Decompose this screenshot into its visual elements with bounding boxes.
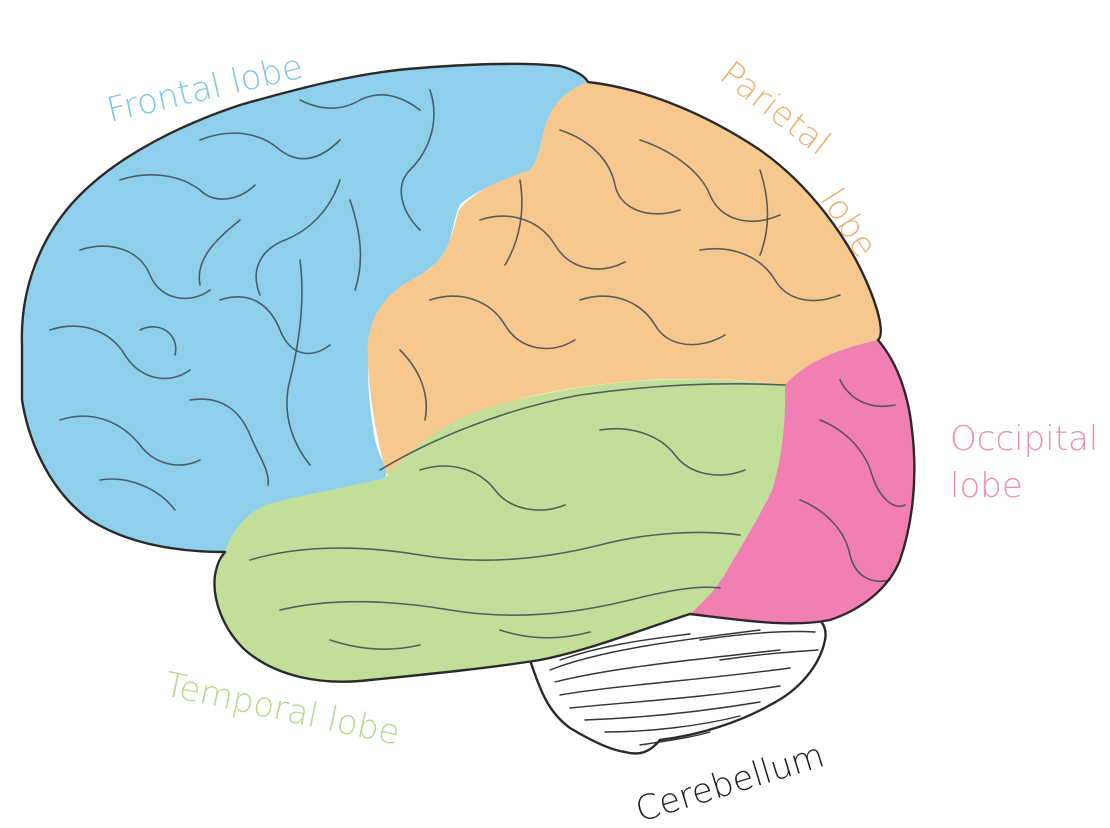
occipital-lobe-label-line1: Occipital (950, 419, 1098, 459)
occipital-lobe-label: Occipital lobe (950, 419, 1098, 506)
occipital-lobe-label-line2: lobe (950, 466, 1023, 506)
